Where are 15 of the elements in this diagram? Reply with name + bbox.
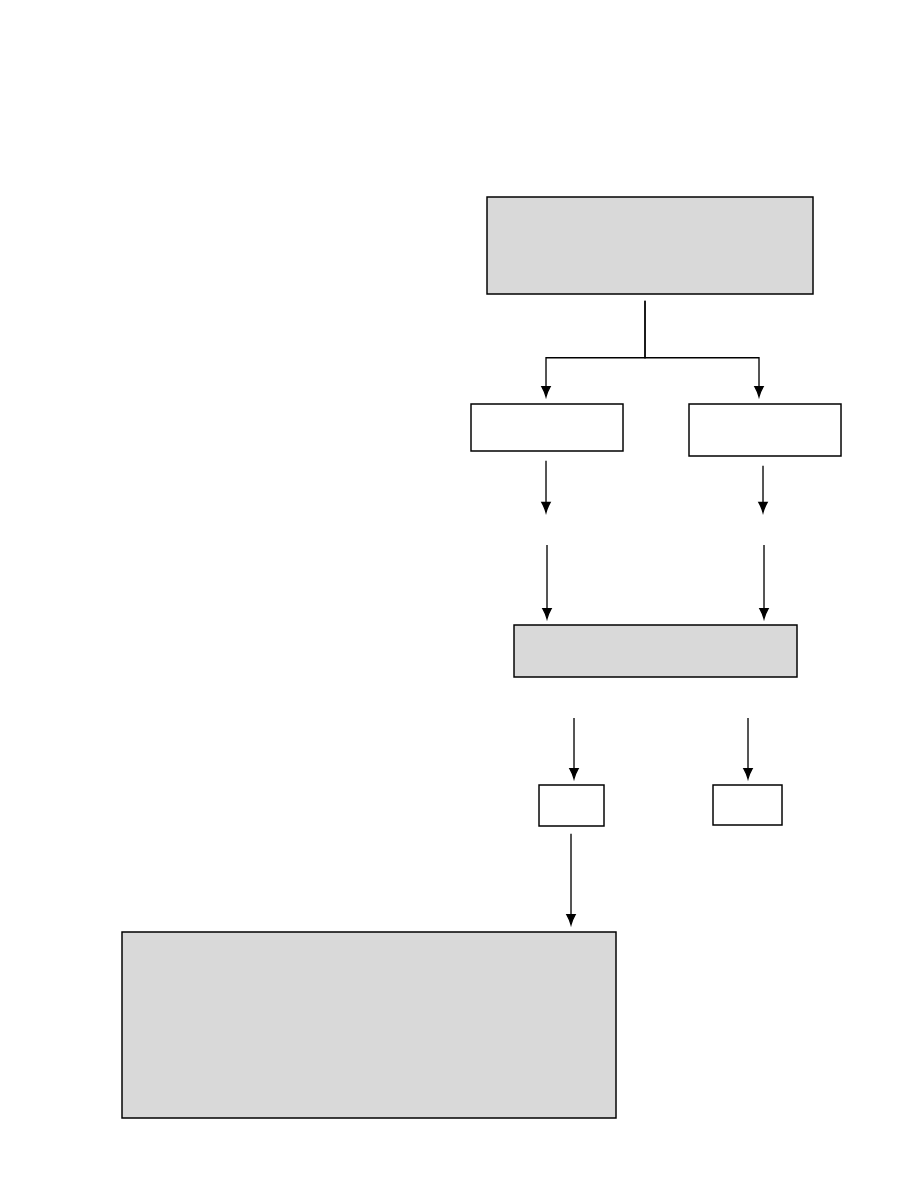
empty-box [486, 196, 814, 295]
empty-box [712, 784, 783, 826]
arrow [758, 465, 768, 514]
empty-box [470, 403, 624, 452]
arrow [541, 460, 551, 514]
empty-box [538, 784, 605, 827]
empty-box [121, 931, 617, 1119]
empty-box [688, 403, 842, 457]
arrow [566, 833, 576, 926]
arrow [542, 544, 552, 620]
arrow [644, 300, 764, 398]
arrow [743, 717, 753, 780]
arrow [759, 544, 769, 620]
arrow [569, 717, 579, 780]
empty-box [513, 624, 798, 678]
